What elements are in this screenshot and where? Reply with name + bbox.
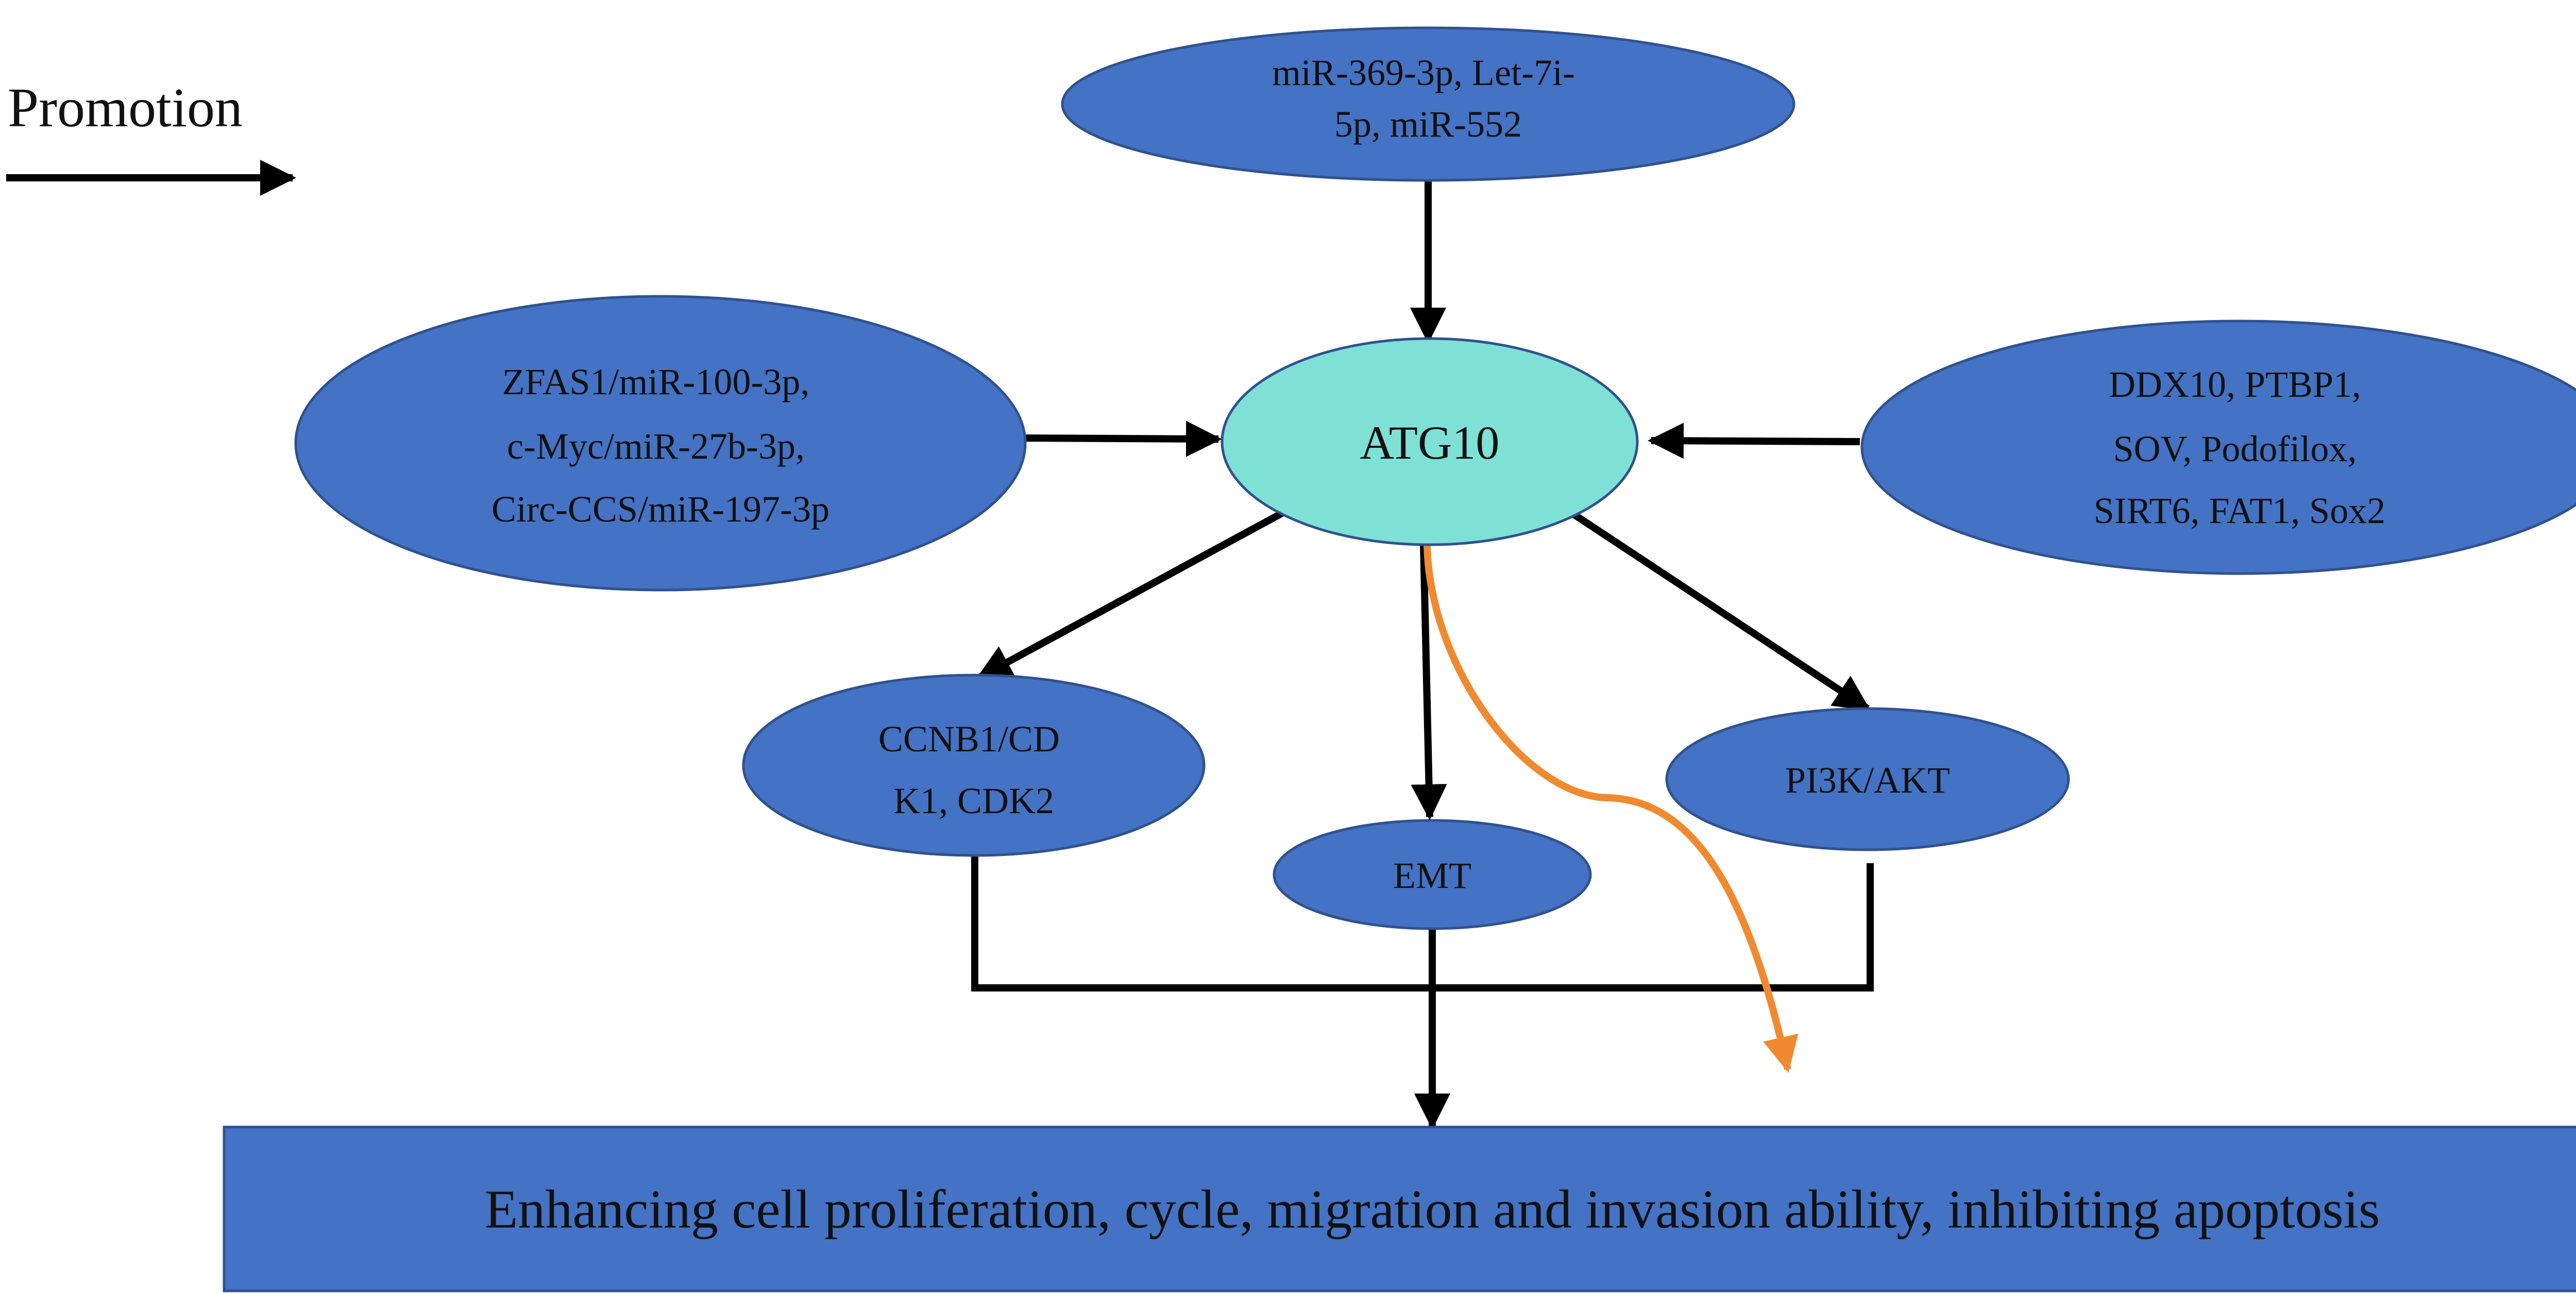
node-left-line-3: Circ-CCS/miR-197-3p	[492, 489, 829, 530]
legend-label: Promotion	[8, 77, 243, 139]
arrow-atg10-to-emt	[1411, 543, 1447, 820]
svg-text:CCNB1/CD K1, CDK2: CCNB1/CD K1, CDK2	[878, 718, 1069, 821]
arrow-right-to-atg10	[1648, 423, 1860, 459]
arrow-left-to-atg10	[1025, 421, 1222, 457]
node-top-mirnas: miR-369-3p, Let-7i- 5p, miR-552	[1061, 26, 1795, 182]
node-top-line-2: 5p, miR-552	[1334, 104, 1522, 145]
node-ccnb1-line-2: K1, CDK2	[893, 780, 1054, 821]
node-pi3k-akt: PI3K/AKT	[1665, 707, 2070, 851]
node-right-line-2: SOV, Podofilox,	[2113, 428, 2357, 469]
node-top-line-1: miR-369-3p, Let-7i-	[1272, 52, 1575, 93]
arrow-atg10-to-ccnb1	[975, 509, 1285, 681]
node-pi3k-label: PI3K/AKT	[1785, 760, 1950, 801]
node-left-regulators: ZFAS1/miR-100-3p, c-Myc/miR-27b-3p, Circ…	[294, 295, 1027, 592]
node-right-line-1: DDX10, PTBP1,	[2109, 364, 2361, 405]
bracket-line	[971, 853, 1874, 991]
arrow-atg10-to-pi3k	[1569, 510, 1871, 712]
node-right-line-3: SIRT6, FAT1, Sox2	[2094, 490, 2385, 531]
svg-text:ZFAS1/miR-100-3p, c-Myc/: ZFAS1/miR-100-3p, c-Myc/miR-27b-3p, Circ…	[492, 361, 829, 530]
node-ccnb1: CCNB1/CD K1, CDK2	[742, 674, 1206, 857]
legend: Promotion	[6, 77, 296, 196]
node-center-atg10: ATG10	[1221, 337, 1639, 546]
outcome-text: Enhancing cell proliferation, cycle, mig…	[485, 1179, 2380, 1239]
svg-text:DDX10, PTBP1, SOV, Podof: DDX10, PTBP1, SOV, Podofilox, SIRT6, FAT…	[2094, 364, 2385, 531]
node-emt: EMT	[1273, 819, 1592, 930]
node-ccnb1-line-1: CCNB1/CD	[878, 718, 1060, 760]
node-left-line-2: c-Myc/miR-27b-3p,	[507, 426, 805, 467]
orange-curve-arrow	[1423, 540, 1799, 1073]
node-emt-label: EMT	[1393, 855, 1471, 896]
node-right-regulators: DDX10, PTBP1, SOV, Podofilox, SIRT6, FAT…	[1860, 320, 2576, 575]
connectors	[971, 180, 1874, 1130]
node-left-line-1: ZFAS1/miR-100-3p,	[502, 361, 810, 402]
outcome-box: Enhancing cell proliferation, cycle, mig…	[223, 1125, 2576, 1292]
svg-text:miR-369-3p, Let-7i- 5p,: miR-369-3p, Let-7i- 5p, miR-552	[1272, 52, 1584, 145]
node-center-label: ATG10	[1360, 416, 1500, 469]
